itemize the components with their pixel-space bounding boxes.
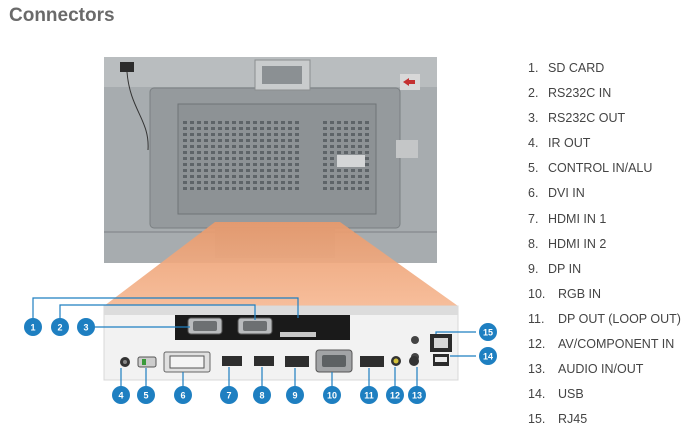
badge-2-label: 2 [57, 323, 62, 333]
badge-12: 12 [386, 386, 404, 404]
badge-3-label: 3 [83, 323, 88, 333]
list-item: 14. USB [528, 386, 681, 411]
list-item-label: RGB IN [558, 286, 602, 301]
list-item-number: 1. [528, 61, 539, 75]
badge-13: 13 [408, 386, 426, 404]
zoom-highlight [104, 222, 458, 306]
list-item-label: DP OUT (LOOP OUT) [558, 311, 681, 326]
list-item: 4. IR OUT [528, 135, 681, 160]
badge-9: 9 [286, 386, 304, 404]
connector-panel [103, 305, 459, 381]
badge-14-label: 14 [483, 352, 493, 362]
list-item: 1. SD CARD [528, 60, 681, 85]
badge-8: 8 [253, 386, 271, 404]
list-item-number: 10. [528, 286, 546, 301]
list-item-number: 9. [528, 261, 539, 276]
list-item-label: RS232C OUT [548, 111, 626, 126]
list-item-number: 2. [528, 86, 539, 101]
list-item-label: HDMI IN 2 [548, 236, 607, 251]
badge-6-label: 6 [180, 391, 185, 401]
badge-10: 10 [323, 386, 341, 404]
badge-15-label: 15 [483, 328, 493, 338]
list-item-label: CONTROL IN/ALU [548, 161, 653, 176]
badge-9-label: 9 [292, 391, 297, 401]
badge-1-label: 1 [30, 323, 35, 333]
list-item-number: 7. [528, 211, 539, 226]
list-item-label: HDMI IN 1 [548, 211, 607, 226]
list-item-number: 4. [528, 136, 539, 151]
badge-7-label: 7 [226, 391, 231, 401]
badge-13-label: 13 [412, 391, 422, 401]
badge-11-label: 11 [364, 391, 374, 401]
list-item: 12. AV/COMPONENT IN [528, 336, 681, 361]
badge-10-label: 10 [327, 391, 337, 401]
badge-5-label: 5 [143, 391, 148, 401]
badge-11: 11 [360, 386, 378, 404]
list-item-label: AV/COMPONENT IN [558, 337, 675, 352]
badge-4: 4 [112, 386, 130, 404]
list-item-number: 15. [528, 412, 546, 427]
list-item: 10. RGB IN [528, 286, 681, 311]
badge-3: 3 [77, 318, 95, 336]
badge-12-label: 12 [390, 391, 400, 401]
list-item-number: 14. [528, 387, 546, 402]
list-item-label: SD CARD [548, 61, 605, 75]
list-item: 15. RJ45 [528, 411, 681, 436]
list-item: 13. AUDIO IN/OUT [528, 361, 681, 386]
badge-8-label: 8 [259, 391, 264, 401]
list-item-label: AUDIO IN/OUT [558, 362, 644, 377]
list-item: 9. DP IN [528, 261, 681, 286]
list-item-number: 11. [528, 311, 545, 326]
list-item-label: RJ45 [558, 412, 588, 427]
list-item: 3. RS232C OUT [528, 110, 681, 135]
list-item-label: USB [558, 387, 584, 402]
list-item: 5. CONTROL IN/ALU [528, 160, 681, 185]
list-item: 2. RS232C IN [528, 85, 681, 110]
list-item: 11. DP OUT (LOOP OUT) [528, 311, 681, 336]
page-title: Connectors [9, 5, 115, 26]
list-item-number: 3. [528, 111, 539, 126]
list-item-label: DVI IN [548, 186, 585, 201]
list-item: 6. DVI IN [528, 185, 681, 210]
list-item-number: 13. [528, 362, 546, 377]
badge-5: 5 [137, 386, 155, 404]
badge-2: 2 [51, 318, 69, 336]
connector-list: 1. SD CARD 2. RS232C IN 3. RS232C OUT 4. IR … [528, 60, 681, 436]
badge-4-label: 4 [118, 391, 123, 401]
list-item-number: 5. [528, 161, 539, 176]
badge-1: 1 [24, 318, 42, 336]
badge-6: 6 [174, 386, 192, 404]
badge-7: 7 [220, 386, 238, 404]
leader-lines [32, 297, 476, 395]
badge-14: 14 [479, 347, 497, 365]
list-item-number: 6. [528, 186, 539, 201]
list-item-label: IR OUT [548, 136, 591, 151]
list-item: 8. HDMI IN 2 [528, 236, 681, 261]
list-item-number: 12. [528, 337, 546, 352]
badge-15: 15 [479, 323, 497, 341]
list-item-label: RS232C IN [548, 86, 612, 101]
list-item-number: 8. [528, 236, 539, 251]
list-item: 7. HDMI IN 1 [528, 211, 681, 236]
list-item-label: DP IN [548, 261, 582, 276]
